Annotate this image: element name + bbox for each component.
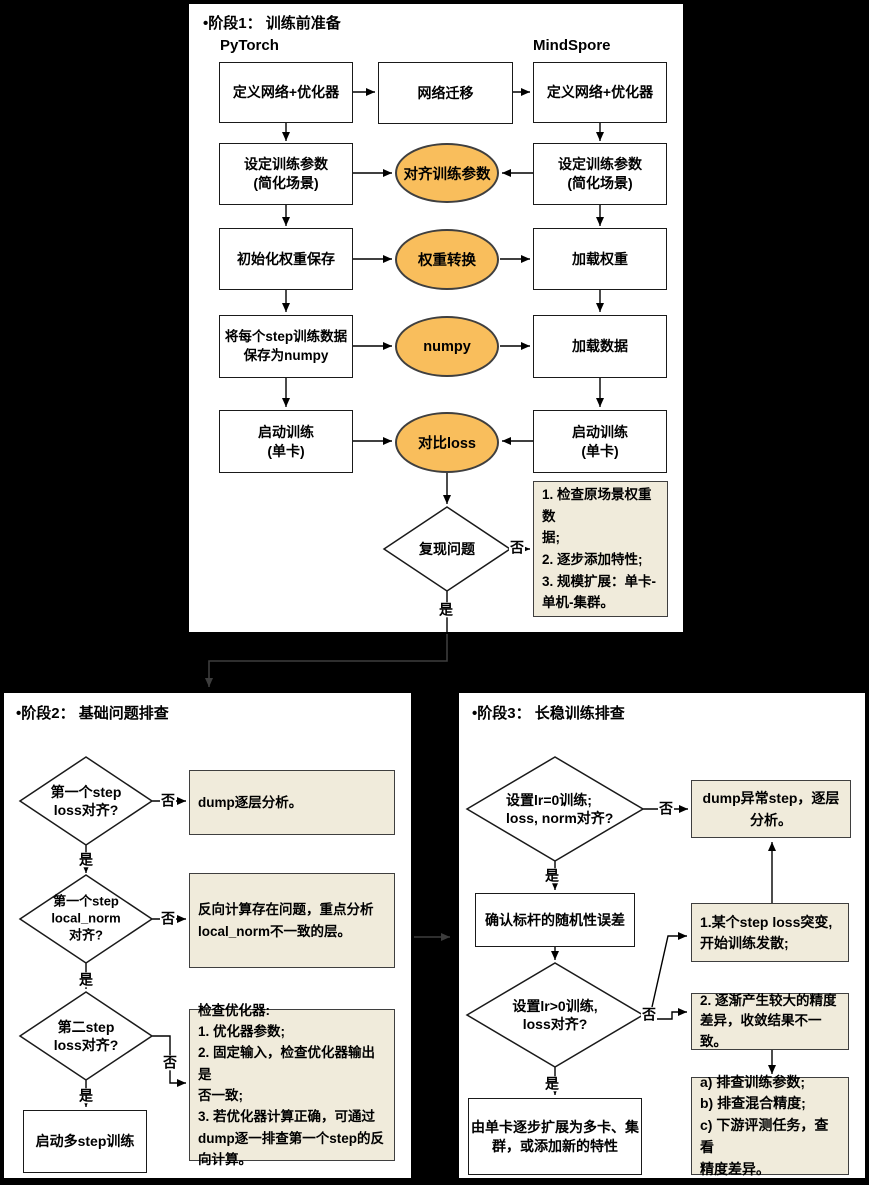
- s2-no-label-2: 否: [160, 910, 176, 927]
- s3-scale-out-box: 由单卡逐步扩展为多卡、集 群，或添加新的特性: [468, 1098, 642, 1175]
- s3-checks-note-box: a) 排查训练参数; b) 排查混合精度; c) 下游评测任务，查看 精度差异。: [691, 1074, 849, 1177]
- ms-start-train-box: 启动训练 (单卡): [533, 410, 667, 473]
- stage1-note-box: 1. 检查原场景权重数 据; 2. 逐步添加特性; 3. 规模扩展：单卡- 单机…: [533, 481, 668, 617]
- s2-yes-label-2: 是: [78, 971, 94, 988]
- s2-yes-label-1: 是: [78, 851, 94, 868]
- weight-convert-ellipse: 权重转换: [395, 229, 499, 290]
- s2-multistep-train-box: 启动多step训练: [23, 1110, 147, 1173]
- s2-backward-note-box: 反向计算存在问题，重点分析 local_norm不一致的层。: [189, 873, 395, 968]
- s2-no-label-3: 否: [162, 1054, 178, 1071]
- s3-loss-spike-note-box: 1.某个step loss突变, 开始训练发散;: [691, 903, 849, 962]
- pt-define-network-box: 定义网络+优化器: [219, 62, 353, 123]
- ms-define-network-box: 定义网络+优化器: [533, 62, 667, 123]
- pt-start-train-box: 启动训练 (单卡): [219, 410, 353, 473]
- s2-second-step-loss-decision-label: 第二step loss对齐?: [53, 1018, 119, 1053]
- stage2-title: •阶段2： 基础问题排查: [16, 705, 169, 722]
- s3-dump-step-note-box: dump异常step，逐层 分析。: [691, 780, 851, 838]
- pt-save-step-data-box: 将每个step训练数据 保存为numpy: [219, 315, 353, 378]
- pt-set-params-box: 设定训练参数 (简化场景): [219, 143, 353, 205]
- s2-no-label-1: 否: [160, 792, 176, 809]
- s3-yes-label-2: 是: [544, 1075, 560, 1092]
- reproduce-decision-label: 复现问题: [419, 540, 475, 557]
- ms-load-weights-box: 加载权重: [533, 228, 667, 290]
- s3-lr0-decision-label: 设置lr=0训练; loss, norm对齐?: [506, 791, 614, 826]
- s3-precision-diff-note-box: 2. 逐渐产生较大的精度 差异，收敛结果不一致。: [691, 993, 849, 1050]
- s3-benchmark-box: 确认标杆的随机性误差: [475, 893, 635, 947]
- s2-yes-label-3: 是: [78, 1087, 94, 1104]
- ms-load-data-box: 加载数据: [533, 315, 667, 378]
- stage1-title: •阶段1： 训练前准备: [203, 15, 341, 32]
- ms-set-params-box: 设定训练参数 (简化场景): [533, 143, 667, 205]
- s2-local-norm-decision-label: 第一个step local_norm 对齐?: [51, 893, 121, 943]
- pytorch-column-label: PyTorch: [220, 37, 279, 54]
- mindspore-column-label: MindSpore: [533, 37, 611, 54]
- align-params-ellipse: 对齐训练参数: [395, 143, 499, 203]
- s3-no-label-1: 否: [658, 800, 674, 817]
- stage1-yes-label: 是: [438, 601, 454, 618]
- s2-optimizer-note-box: 检查优化器: 1. 优化器参数; 2. 固定输入，检查优化器输出是 否一致; 3…: [189, 1003, 395, 1167]
- stage3-title: •阶段3： 长稳训练排查: [472, 705, 625, 722]
- compare-loss-ellipse: 对比loss: [395, 412, 499, 473]
- numpy-ellipse: numpy: [395, 316, 499, 377]
- network-migrate-box: 网络迁移: [378, 62, 513, 124]
- s2-dump-note-box: dump逐层分析。: [189, 770, 395, 835]
- s3-no-label-2: 否: [641, 1006, 657, 1023]
- s3-lrgt0-decision-label: 设置lr>0训练, loss对齐?: [512, 997, 598, 1032]
- pt-init-weights-box: 初始化权重保存: [219, 228, 353, 290]
- s3-yes-label-1: 是: [544, 867, 560, 884]
- s2-first-step-loss-decision-label: 第一个step loss对齐?: [50, 783, 122, 818]
- stage1-no-label: 否: [509, 539, 525, 556]
